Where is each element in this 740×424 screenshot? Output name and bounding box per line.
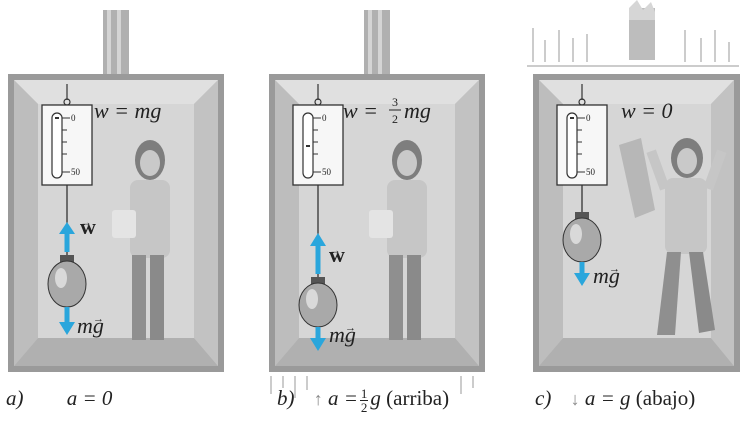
elevator-b-illustration: 0 50 w → mg → w = 3 2 mg [261, 0, 485, 419]
caption-direction: (abajo) [636, 386, 695, 410]
formula-w-equals-mg: w = mg [94, 98, 161, 123]
caption-letter: b) [277, 386, 295, 410]
scale-bottom-label: 50 [71, 167, 81, 177]
svg-text:→: → [93, 313, 104, 325]
svg-text:→: → [345, 322, 356, 334]
scale-top-label: 0 [586, 113, 591, 123]
spring-scale [557, 105, 607, 185]
svg-text:→: → [329, 243, 341, 257]
elevator-c-illustration: 0 50 mg → w = 0 [525, 0, 740, 419]
direction-down-arrow: ↓ [571, 389, 580, 410]
formula-w-equals-zero: w = 0 [621, 98, 673, 123]
caption-var: a = g [585, 386, 631, 410]
elevator-cable [103, 10, 129, 74]
panel-b: 0 50 w → mg → w = 3 2 mg [261, 0, 485, 419]
spring-scale [293, 105, 343, 185]
caption-direction: (arriba) [386, 386, 449, 410]
scale-top-label: 0 [322, 113, 327, 123]
elevator-cable [364, 10, 390, 74]
elevator-a-illustration: 0 50 w → mg → w = mg [0, 0, 224, 419]
svg-text:→: → [609, 263, 620, 275]
svg-text:mg: mg [404, 98, 431, 123]
caption-letter: c) [535, 386, 551, 410]
snapped-cable [629, 0, 655, 60]
caption-a: a) a = 0 [6, 386, 112, 416]
caption-equation: a = 0 [67, 386, 113, 410]
caption-var: a = [328, 386, 358, 410]
scale-bottom-label: 50 [322, 167, 332, 177]
svg-text:→: → [80, 215, 92, 229]
direction-up-arrow: ↑ [314, 389, 323, 410]
scale-top-label: 0 [71, 113, 76, 123]
svg-text:w =: w = [343, 98, 378, 123]
caption-letter: a) [6, 386, 24, 410]
panel-c: 0 50 mg → w = 0 c) ↓ a = g (abajo) [525, 0, 740, 419]
svg-text:3: 3 [392, 95, 398, 109]
caption-c: c) ↓ a = g (abajo) [535, 386, 695, 416]
panel-a: 0 50 w → mg → w = mg a) a = 0 [0, 0, 224, 419]
scale-bottom-label: 50 [586, 167, 596, 177]
spring-scale [42, 105, 92, 185]
svg-text:2: 2 [392, 112, 398, 126]
